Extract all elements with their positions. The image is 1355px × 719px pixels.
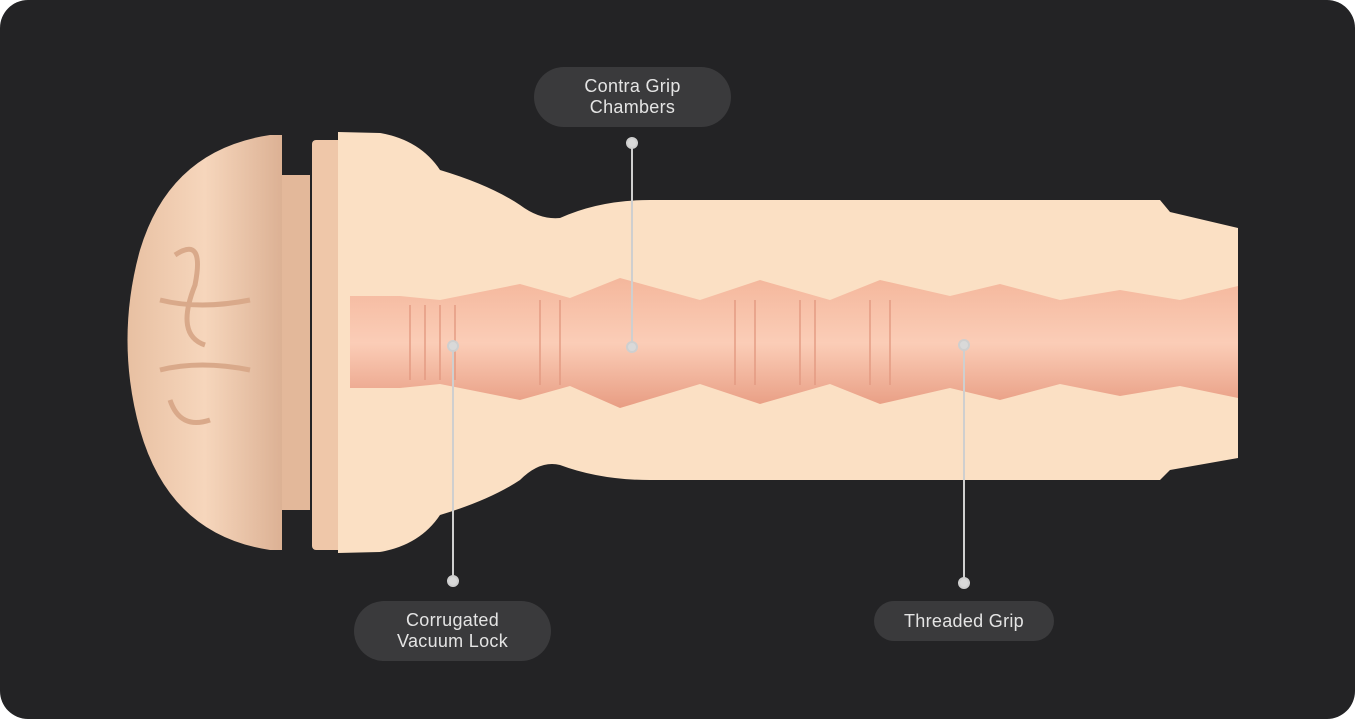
callout-threaded-grip: Threaded Grip [874, 601, 1054, 641]
callout-text: Threaded Grip [904, 610, 1024, 631]
callout-corrugated-vacuum-lock: Corrugated Vacuum Lock [354, 601, 551, 661]
inner-canal [350, 278, 1238, 408]
callout-text: Vacuum Lock [396, 631, 509, 651]
callout-text: Corrugated [405, 610, 500, 630]
leader-lines [447, 137, 970, 589]
callout-text: Chambers [589, 97, 676, 117]
end-cap [127, 135, 350, 550]
callout-contra-grip-chambers: Contra Grip Chambers [534, 67, 731, 127]
callout-text: Contra Grip [584, 76, 681, 96]
